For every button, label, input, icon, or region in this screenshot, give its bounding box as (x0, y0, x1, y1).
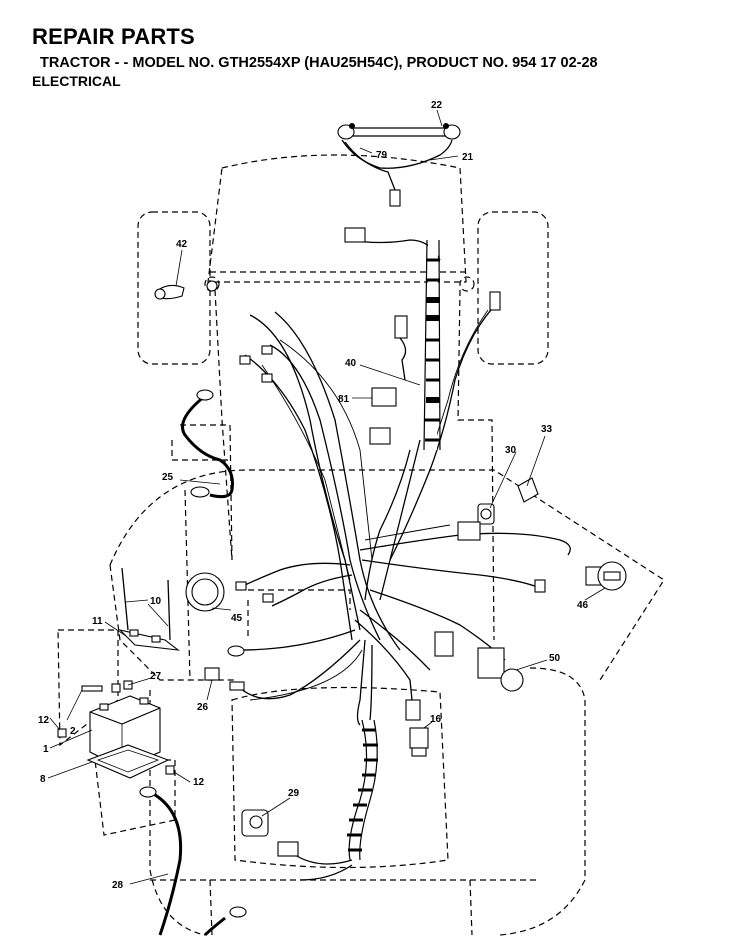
fuel-gauge-part-45 (185, 572, 274, 612)
fuse-part-26 (204, 667, 245, 691)
callout-50: 50 (549, 653, 561, 664)
callout-79: 79 (376, 150, 388, 161)
connector-top (344, 227, 501, 381)
page-title: REPAIR PARTS (32, 24, 195, 49)
callout-1: 1 (43, 744, 49, 755)
bolt-part-2 (81, 683, 121, 693)
leader-lines (47, 109, 606, 885)
callout-10: 10 (150, 596, 162, 607)
callout-45: 45 (231, 613, 243, 624)
nut-part-27 (123, 680, 133, 690)
callout-22: 22 (431, 100, 443, 111)
model-subtitle: TRACTOR - - MODEL NO. GTH2554XP (HAU25H5… (40, 55, 598, 71)
callout-21: 21 (462, 152, 474, 163)
headlight-assembly (337, 123, 461, 207)
callout-28: 28 (112, 880, 124, 891)
callout-12-left: 12 (38, 715, 50, 726)
terminal-ring-ends (206, 280, 273, 657)
callout-40: 40 (345, 358, 357, 369)
screw-part-12 (57, 728, 175, 775)
relay-part-81 (369, 387, 397, 445)
callout-11: 11 (92, 616, 103, 627)
holddown-part-11 (118, 629, 180, 651)
callout-46: 46 (577, 600, 589, 611)
callout-25: 25 (162, 472, 174, 483)
harness-coil-lower (347, 719, 378, 861)
pto-switch-part-50 (477, 647, 524, 692)
callout-2: 2 (70, 726, 76, 737)
callout-16: 16 (430, 714, 442, 725)
interlock-switch-part-33 (517, 477, 539, 503)
callout-42: 42 (176, 239, 188, 250)
callout-29: 29 (288, 788, 300, 799)
battery-tray-part-8 (86, 744, 170, 779)
callout-8: 8 (40, 774, 46, 785)
callout-12-right: 12 (193, 777, 205, 788)
section-title: ELECTRICAL (32, 73, 121, 89)
callout-33: 33 (541, 424, 553, 435)
battery-cable-part-28 (139, 786, 247, 937)
rods-part-10 (121, 567, 171, 641)
ignition-switch-part-30 (457, 503, 495, 541)
battery-cable-25 (181, 389, 234, 499)
callout-27: 27 (150, 671, 162, 682)
seat-switch-part-16 (409, 727, 429, 757)
hourmeter-part-46 (585, 561, 627, 591)
boot-part-42 (154, 284, 185, 300)
part-callouts: 22 79 21 42 40 81 30 33 25 10 11 45 46 5… (38, 100, 589, 891)
tractor-body-outline (57, 154, 665, 936)
solenoid-part-29 (241, 809, 299, 857)
connector-block-mid (405, 579, 546, 721)
callout-26: 26 (197, 702, 209, 713)
harness-coil-upper (423, 239, 441, 451)
callout-81: 81 (338, 394, 350, 405)
callout-30: 30 (505, 445, 517, 456)
